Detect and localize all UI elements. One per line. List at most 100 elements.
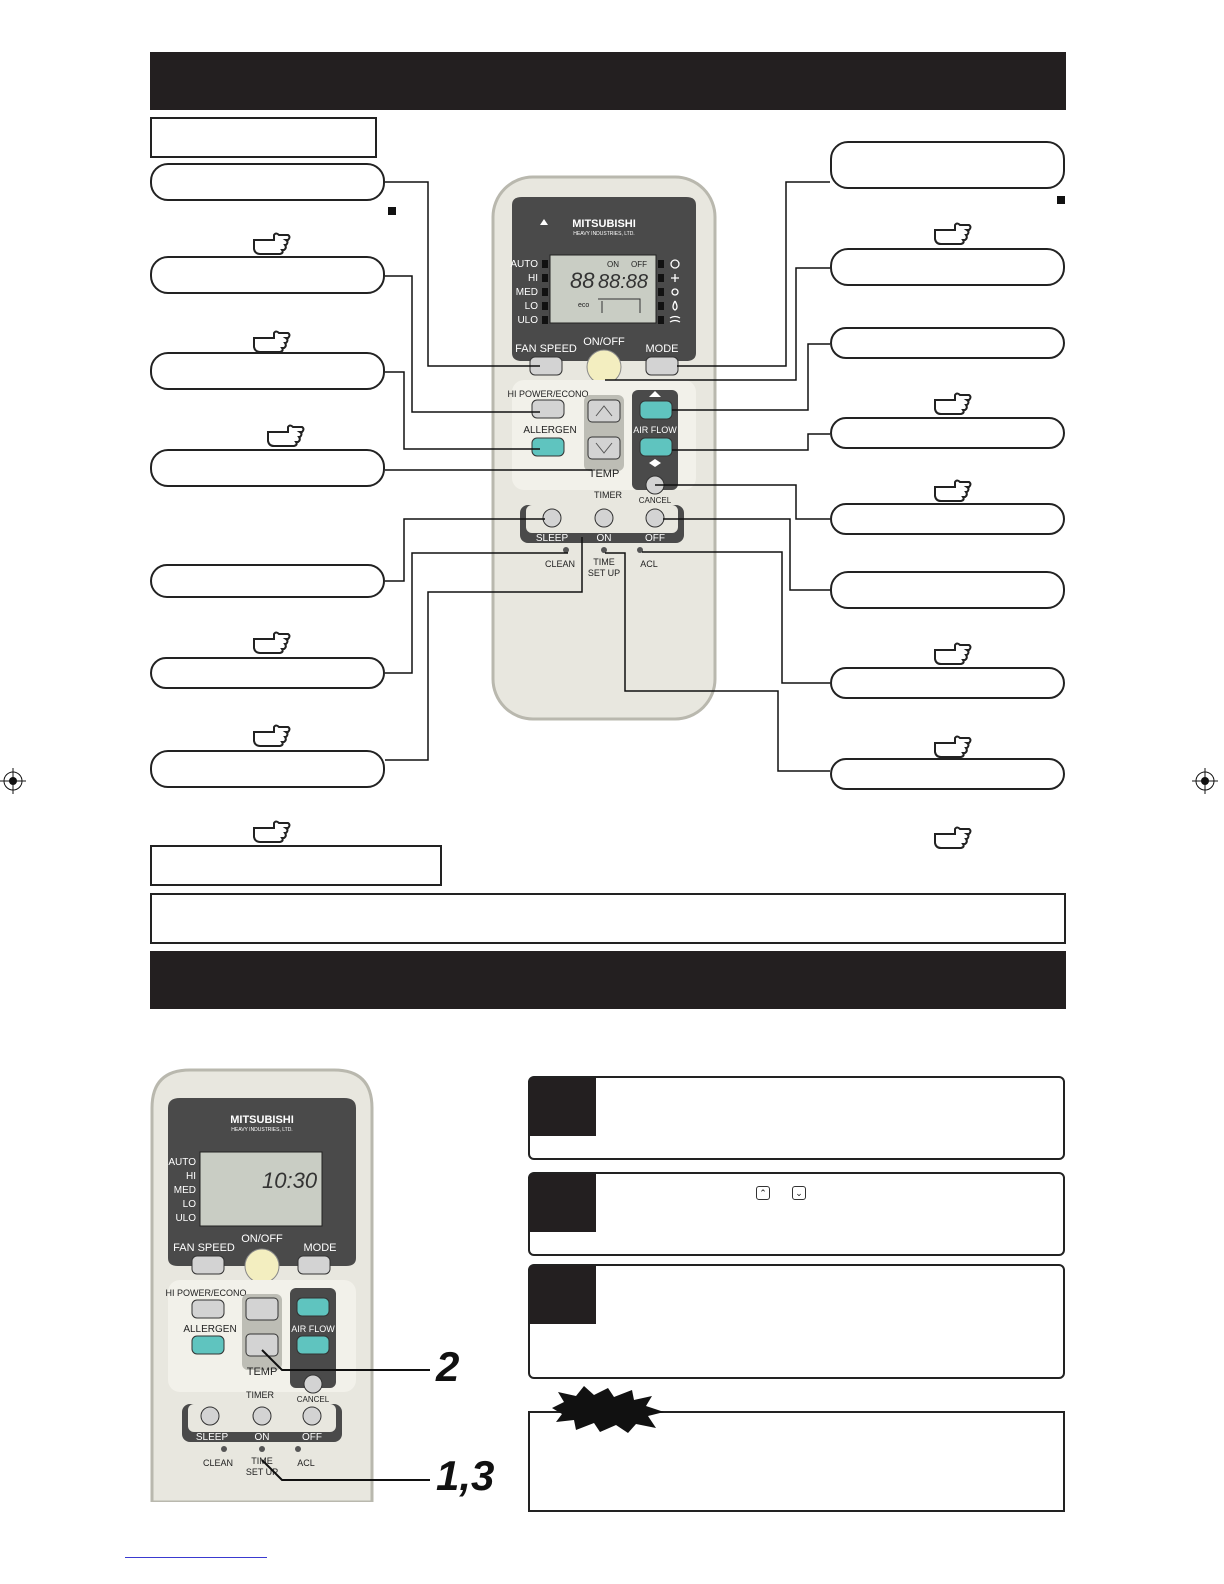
svg-text:AUTO: AUTO xyxy=(510,259,538,270)
svg-text:OFF: OFF xyxy=(302,1432,322,1443)
fan-speed-label: FAN SPEED xyxy=(515,343,577,355)
callout-up-down-flap xyxy=(830,327,1065,359)
brand-logo: MITSUBISHI xyxy=(572,218,636,230)
svg-text:HI POWER/ECONO: HI POWER/ECONO xyxy=(507,389,588,399)
callout-fan-speed xyxy=(150,163,385,201)
svg-text:HI: HI xyxy=(186,1171,196,1182)
off-timer-button xyxy=(645,508,665,528)
svg-text:HEAVY INDUSTRIES, LTD.: HEAVY INDUSTRIES, LTD. xyxy=(573,231,634,237)
svg-text:SLEEP: SLEEP xyxy=(196,1432,229,1443)
svg-text:SET UP: SET UP xyxy=(246,1467,278,1477)
svg-text:ALLERGEN: ALLERGEN xyxy=(523,425,576,436)
callout-number-2: 2 xyxy=(436,1343,460,1390)
svg-text:FAN SPEED: FAN SPEED xyxy=(173,1242,235,1254)
svg-text:ON: ON xyxy=(597,533,612,544)
callout-number-1-3: 1,3 xyxy=(436,1452,495,1499)
svg-text:ACL: ACL xyxy=(640,559,658,569)
svg-text:MED: MED xyxy=(516,287,538,298)
starburst-icon xyxy=(552,1386,664,1433)
step-number-badge xyxy=(530,1174,596,1232)
registration-mark-icon xyxy=(0,768,26,794)
label-box-top-left xyxy=(150,117,377,158)
callout-off-timer xyxy=(830,667,1065,699)
remote-control-large: MITSUBISHI HEAVY INDUSTRIES, LTD. 88 88:… xyxy=(491,175,717,721)
step-2-box: ⌃ ⌄ xyxy=(528,1172,1065,1256)
callout-air-flow xyxy=(830,417,1065,449)
svg-text:ULO: ULO xyxy=(517,315,538,326)
lcd-time: 10:30 xyxy=(262,1168,318,1193)
on-timer-button xyxy=(594,508,614,528)
lcd-fan-labels: AUTO HI MED LO ULO xyxy=(510,259,538,326)
lcd-temp: 88 xyxy=(570,268,595,293)
svg-text:SLEEP: SLEEP xyxy=(536,533,569,544)
svg-text:MED: MED xyxy=(174,1185,196,1196)
step-number-badge xyxy=(530,1078,596,1136)
svg-text:CLEAN: CLEAN xyxy=(545,559,575,569)
lcd-time: 88:88 xyxy=(598,271,648,293)
note-box xyxy=(150,893,1066,944)
callout-acl xyxy=(830,758,1065,790)
svg-text:LO: LO xyxy=(183,1199,197,1210)
step-3-box xyxy=(528,1264,1065,1379)
svg-text:HI: HI xyxy=(528,273,538,284)
svg-text:SET UP: SET UP xyxy=(588,568,620,578)
bullet-marker xyxy=(1057,196,1065,204)
svg-text:AUTO: AUTO xyxy=(168,1157,196,1168)
callout-hi-power xyxy=(150,256,385,294)
svg-text:ULO: ULO xyxy=(175,1213,196,1224)
svg-text:MODE: MODE xyxy=(304,1242,337,1254)
callout-temp xyxy=(150,449,385,487)
small-remote-leaders xyxy=(261,1349,430,1481)
callout-sleep xyxy=(150,564,385,598)
svg-text:TEMP: TEMP xyxy=(589,468,620,480)
svg-text:AIR FLOW: AIR FLOW xyxy=(291,1324,335,1334)
svg-text:ALLERGEN: ALLERGEN xyxy=(183,1324,236,1335)
bullet-marker xyxy=(388,207,396,215)
svg-text:AIR FLOW: AIR FLOW xyxy=(633,425,677,435)
svg-text:CANCEL: CANCEL xyxy=(297,1395,330,1404)
allergen-button xyxy=(531,437,565,457)
hi-power-button xyxy=(531,399,565,419)
svg-text:LO: LO xyxy=(525,301,539,312)
callout-time-setup xyxy=(150,750,385,788)
callout-on-off xyxy=(830,248,1065,286)
svg-text:eco: eco xyxy=(578,302,589,309)
svg-text:TIMER: TIMER xyxy=(594,490,622,500)
section-header-band-2 xyxy=(150,951,1066,1009)
down-arrow-icon: ⌄ xyxy=(792,1186,806,1200)
svg-text:HI POWER/ECONO: HI POWER/ECONO xyxy=(165,1288,246,1298)
step-number-badge xyxy=(530,1266,596,1324)
leader-lines xyxy=(385,181,830,772)
temp-down-button xyxy=(587,436,621,460)
svg-text:ON: ON xyxy=(607,260,619,269)
svg-text:CLEAN: CLEAN xyxy=(203,1458,233,1468)
svg-text:TEMP: TEMP xyxy=(247,1366,278,1378)
remote-control-small: MITSUBISHI HEAVY INDUSTRIES, LTD. 10:30 … xyxy=(150,1068,374,1502)
svg-text:ACL: ACL xyxy=(297,1458,315,1468)
svg-text:HEAVY INDUSTRIES, LTD.: HEAVY INDUSTRIES, LTD. xyxy=(231,1127,292,1133)
label-box-bottom-left xyxy=(150,845,442,886)
svg-text:MITSUBISHI: MITSUBISHI xyxy=(230,1114,294,1126)
svg-text:MODE: MODE xyxy=(646,343,679,355)
link-underline xyxy=(125,1557,267,1558)
svg-text:ON/OFF: ON/OFF xyxy=(241,1233,283,1245)
svg-text:TIMER: TIMER xyxy=(246,1390,274,1400)
note-box-bottom xyxy=(528,1411,1065,1512)
air-flow-button xyxy=(639,437,673,457)
callout-clean xyxy=(150,657,385,689)
sleep-button xyxy=(542,508,562,528)
mode-icons xyxy=(669,259,681,323)
step-1-box xyxy=(528,1076,1065,1160)
callout-mode xyxy=(830,141,1065,189)
svg-text:OFF: OFF xyxy=(631,260,647,269)
section-header-band xyxy=(150,52,1066,110)
svg-text:OFF: OFF xyxy=(645,533,665,544)
up-arrow-icon: ⌃ xyxy=(756,1186,770,1200)
svg-text:CANCEL: CANCEL xyxy=(639,496,672,505)
callout-on-timer xyxy=(830,571,1065,609)
svg-text:TIME: TIME xyxy=(593,557,615,567)
temp-up-button xyxy=(587,399,621,423)
callout-cancel xyxy=(830,503,1065,535)
svg-text:ON: ON xyxy=(255,1432,270,1443)
svg-text:ON/OFF: ON/OFF xyxy=(583,336,625,348)
